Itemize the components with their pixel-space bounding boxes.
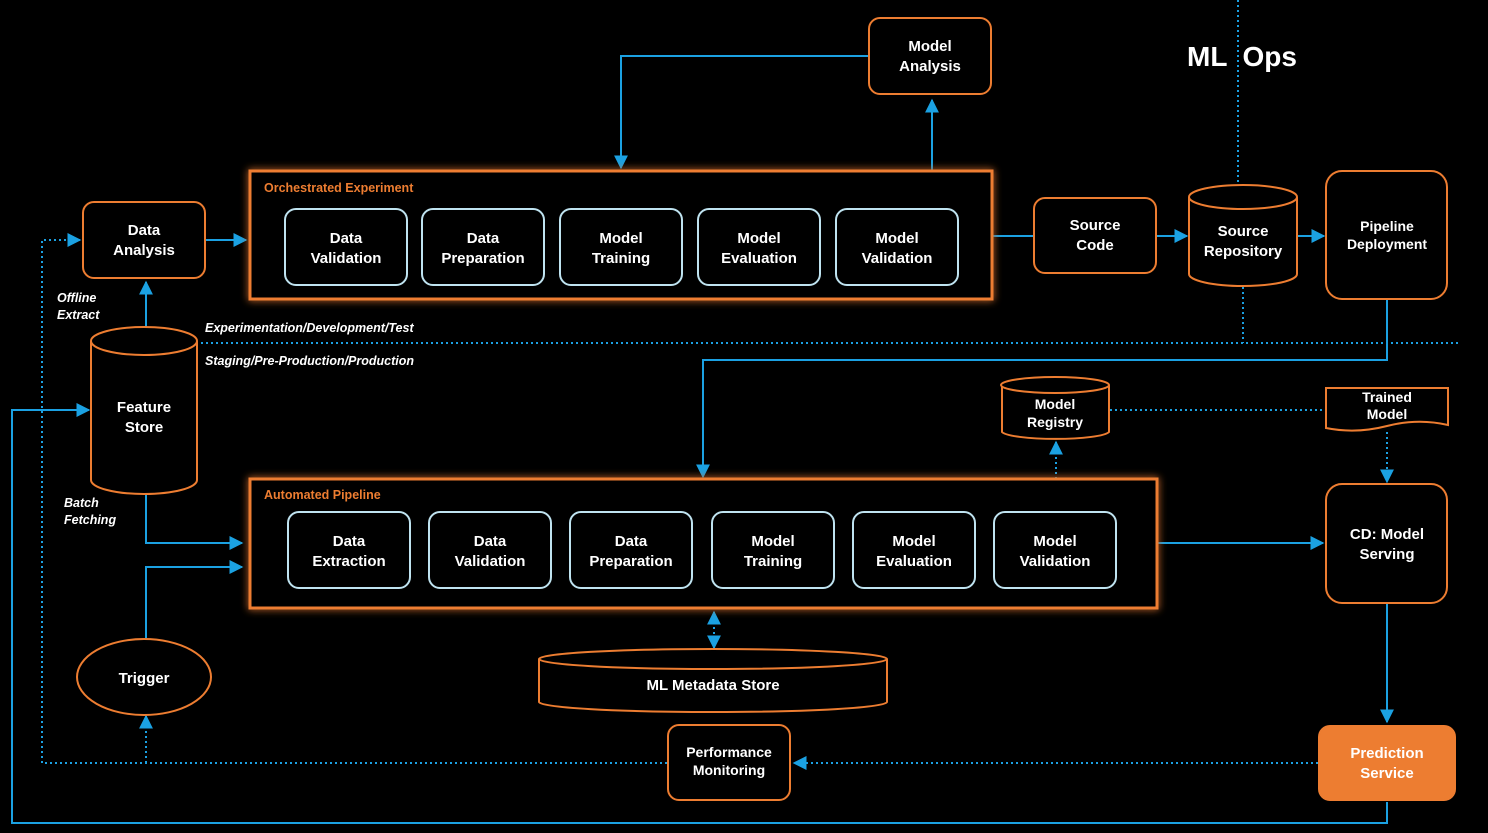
ml-metadata-store-node[interactable]: ML Metadata Store [538, 648, 888, 713]
env-label-prod: Staging/Pre-Production/Production [205, 354, 414, 368]
arrow-feature-store-to-automated [145, 494, 244, 550]
arrow-prediction-to-feature-store [11, 403, 1388, 824]
orchestrated-experiment-title: Orchestrated Experiment [264, 181, 414, 195]
arrow-trigger-to-automated [145, 560, 244, 638]
arrow-monitoring-to-data-analysis [41, 233, 667, 764]
arrow-pipeline-deployment-to-automated [696, 300, 1388, 479]
svg-text:Trigger: Trigger [119, 670, 170, 687]
trigger-node[interactable]: Trigger [76, 638, 212, 716]
connectors [11, 0, 1460, 824]
diagram-title: ML Ops [1187, 41, 1297, 72]
env-label-dev: Experimentation/Development/Test [205, 321, 414, 335]
arrow-model-analysis-to-orchestrated [614, 55, 868, 170]
svg-text:ML Metadata Store: ML Metadata Store [646, 677, 779, 694]
automated-pipeline-title: Automated Pipeline [264, 488, 381, 502]
